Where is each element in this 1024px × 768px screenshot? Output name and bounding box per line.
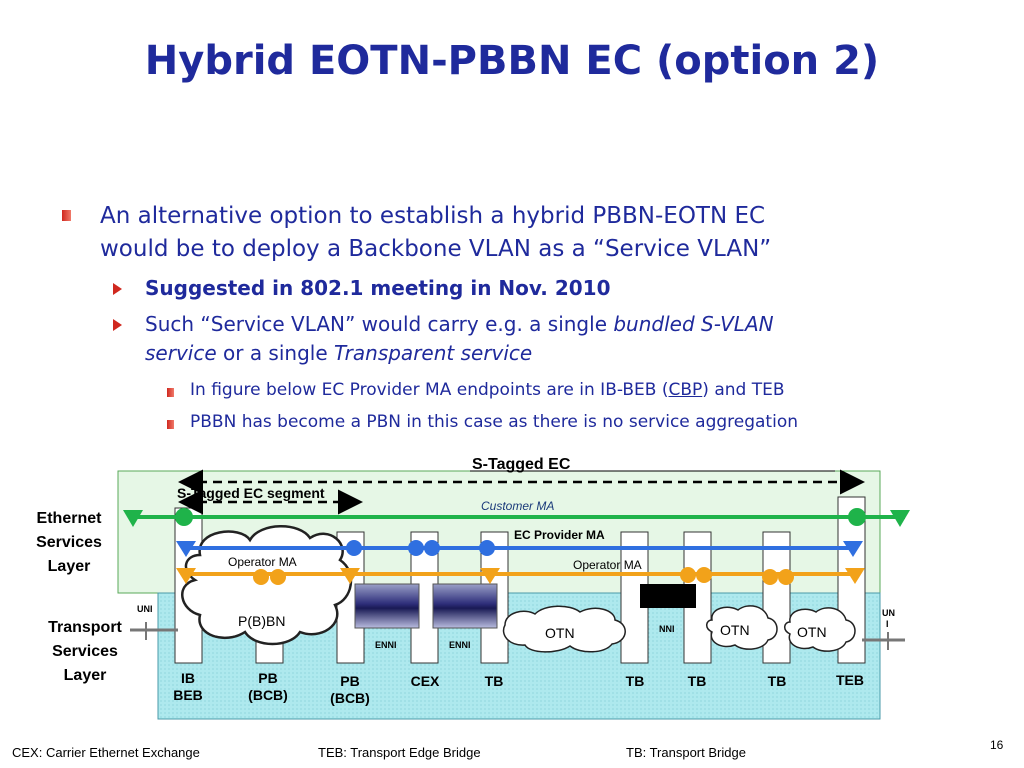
node-label-tb1: TB	[485, 673, 504, 689]
node-label-cex: CEX	[411, 673, 440, 689]
operator-ma-mip	[680, 567, 696, 583]
pbbn-cloud	[181, 525, 353, 646]
enni-label-1: ENNI	[375, 640, 397, 650]
enni-label-2: ENNI	[449, 640, 471, 650]
otn-cloud-3	[784, 607, 856, 652]
uni-right-label-2: I	[886, 619, 889, 629]
operator-ma-mip	[270, 569, 286, 585]
node-label-tb4: TB	[768, 673, 787, 689]
sub-sub-bullet-1-text: ) and TEB	[702, 380, 785, 400]
main-bullet: An alternative option to establish a hyb…	[100, 200, 980, 266]
node-label-teb: TEB	[836, 672, 864, 688]
cex-box-1	[354, 583, 420, 629]
sub-bullet-2-emphasis: service	[145, 341, 217, 365]
provider-ma-right-triangle	[843, 541, 863, 557]
nni-box	[640, 584, 696, 608]
ec-provider-ma-label: EC Provider MA	[514, 528, 605, 542]
otn-cloud-2	[706, 605, 778, 650]
arrow-bullet-icon	[113, 283, 122, 295]
operator-ma-triangle	[480, 568, 500, 584]
otn-cloud-2-label: OTN	[720, 622, 750, 638]
operator-ma-left-label: Operator MA	[228, 555, 297, 569]
cbp-link[interactable]: CBP	[668, 380, 703, 400]
nni-label: NNI	[659, 624, 675, 634]
sub-bullet-2-emphasis: Transparent service	[334, 341, 533, 365]
provider-ma-mip	[424, 540, 440, 556]
sub-bullet-2-text: Such “Service VLAN” would carry e.g. a s…	[145, 312, 614, 336]
node-label-pb2-2: (BCB)	[330, 690, 370, 706]
tower-tb4	[762, 531, 791, 664]
customer-ma-right-triangle	[890, 510, 910, 527]
footer-teb-definition: TEB: Transport Edge Bridge	[318, 745, 481, 760]
operator-ma-right-label: Operator MA	[573, 558, 642, 572]
otn-cloud-1	[502, 605, 626, 653]
provider-ma-left-triangle	[176, 541, 196, 557]
uni-left-label: UNI	[137, 604, 153, 614]
main-bullet-line2: would be to deploy a Backbone VLAN as a …	[100, 236, 772, 262]
sub-bullet-2-emphasis: bundled S-VLAN	[613, 312, 774, 336]
node-label-pb1-1: PB	[258, 670, 277, 686]
slide-title: Hybrid EOTN-PBBN EC (option 2)	[144, 38, 880, 84]
sub-sub-bullet-2: PBBN has become a PBN in this case as th…	[190, 412, 798, 432]
sub-bullet-2: Such “Service VLAN” would carry e.g. a s…	[145, 310, 1005, 368]
bullet-marker-icon	[62, 210, 71, 221]
sub-sub-bullet-1-text: In figure below EC Provider MA endpoints…	[190, 380, 669, 400]
bullet-marker-icon	[167, 420, 174, 429]
main-bullet-line1: An alternative option to establish a hyb…	[100, 203, 766, 229]
operator-ma-mip	[762, 569, 778, 585]
transport-services-layer-label: Transport Services Layer	[48, 619, 122, 684]
node-label-tb2: TB	[626, 673, 645, 689]
provider-ma-mip	[346, 540, 362, 556]
ethernet-services-layer-label: Ethernet Services Layer	[36, 510, 102, 575]
operator-ma-mip	[778, 569, 794, 585]
tower-tb3	[683, 531, 712, 664]
bullet-marker-icon	[167, 388, 174, 397]
customer-ma-mep-left	[175, 508, 193, 526]
customer-ma-mep-right	[848, 508, 866, 526]
node-label-ib-beb-2: BEB	[173, 687, 203, 703]
operator-ma-mip	[253, 569, 269, 585]
operator-ma-mip	[696, 567, 712, 583]
operator-ma-triangle	[845, 568, 865, 584]
node-labels: IB BEB PB (BCB) PB (BCB) CEX TB TB TB TB…	[173, 670, 864, 706]
footer-tb-definition: TB: Transport Bridge	[626, 745, 746, 760]
node-label-ib-beb-1: IB	[181, 670, 195, 686]
node-label-pb1-2: (BCB)	[248, 687, 288, 703]
footer-cex-definition: CEX: Carrier Ethernet Exchange	[12, 745, 200, 760]
arrow-bullet-icon	[113, 319, 122, 331]
operator-ma-triangle	[340, 568, 360, 584]
page-number: 16	[990, 738, 1004, 752]
otn-cloud-1-label: OTN	[545, 625, 575, 641]
otn-cloud-3-label: OTN	[797, 624, 827, 640]
sub-bullet-1: Suggested in 802.1 meeting in Nov. 2010	[145, 276, 611, 300]
node-label-pb2-1: PB	[340, 673, 359, 689]
provider-ma-mip	[479, 540, 495, 556]
s-tagged-ec-label: S-Tagged EC	[472, 456, 571, 473]
node-label-tb3: TB	[688, 673, 707, 689]
uni-right-label-1: UN	[882, 608, 895, 618]
provider-ma-mip	[408, 540, 424, 556]
customer-ma-left-triangle	[123, 510, 143, 527]
sub-sub-bullet-1: In figure below EC Provider MA endpoints…	[190, 376, 785, 404]
sub-bullet-2-text: or a single	[216, 341, 334, 365]
customer-ma-label: Customer MA	[481, 499, 554, 513]
s-tagged-ec-segment-label: S-Tagged EC segment	[177, 485, 325, 501]
pbbn-cloud-label: P(B)BN	[238, 613, 285, 629]
operator-ma-triangle	[176, 568, 196, 584]
cex-box-2	[432, 583, 498, 629]
